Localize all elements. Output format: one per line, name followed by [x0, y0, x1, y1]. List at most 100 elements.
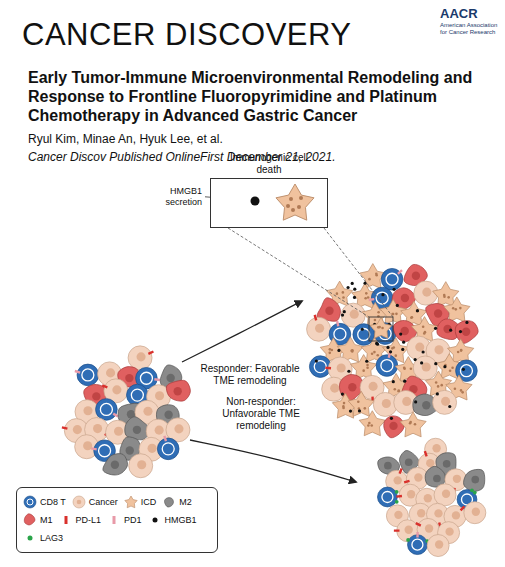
cancer-nucleus [394, 511, 402, 519]
cancer-cell [307, 317, 331, 341]
icd-fragment [371, 352, 374, 355]
legend-text: CD8 T [40, 497, 66, 507]
m2-macrophage [464, 469, 485, 491]
legend-swatch [72, 495, 86, 509]
hmgb1-dot [449, 329, 452, 332]
icd-fragment [403, 366, 406, 369]
pd-l1-mark [415, 522, 421, 527]
hmgb1-dot [420, 361, 423, 364]
swatch-shape [165, 498, 174, 507]
zoom-line [324, 228, 393, 317]
cancer-nucleus [426, 459, 434, 467]
cancer-nucleus [434, 509, 442, 517]
icd-fragment [460, 349, 463, 352]
cancer-cell [427, 535, 449, 557]
swatch-shape [73, 496, 85, 508]
lag3-dot [395, 500, 399, 504]
zoom-line [228, 228, 369, 317]
icd-fragment [449, 369, 452, 372]
cancer-nucleus [143, 407, 152, 416]
hmgb1-dot [361, 328, 364, 331]
icd-fragment [331, 349, 334, 352]
legend-swatch [23, 531, 37, 545]
pd-l1-mark [396, 495, 402, 498]
pd-l1-mark [148, 350, 154, 355]
cancer-cell [464, 502, 486, 524]
t-cell-nucleus [376, 292, 388, 304]
cancer-nucleus [434, 345, 443, 354]
zoom-frame [369, 317, 393, 341]
icd-fragment [368, 278, 371, 281]
icd-cell-large [276, 184, 314, 220]
cancer-cell [129, 454, 153, 478]
icd-fragment [451, 367, 454, 370]
icd-fragment [376, 354, 379, 357]
hmgb1-dot [353, 296, 356, 299]
article-title: Early Tumor-Immune Microenvironmental Re… [28, 68, 490, 126]
hmgb1-dot [465, 321, 468, 324]
hmgb1-dot [363, 282, 366, 285]
swatch-detail [27, 499, 33, 505]
hmgb1-secreted [251, 197, 260, 206]
icd-fragment [452, 307, 455, 310]
swatch-shape [113, 516, 116, 524]
icd-fragment [350, 349, 353, 352]
hmgb1-dot [448, 405, 451, 408]
icd-fragment [373, 351, 376, 354]
icd-cell [370, 318, 392, 339]
t-cell-nucleus [381, 360, 393, 372]
pd-l1-mark [314, 315, 318, 321]
hmgb1-dot [389, 350, 392, 353]
cancer-nucleus [369, 382, 378, 391]
m1-nucleus [348, 383, 356, 391]
cancer-nucleus [330, 384, 339, 393]
pd1-mark [163, 435, 167, 441]
icd-fragment [291, 208, 295, 212]
legend-swatch [124, 495, 138, 509]
icd-fragment [394, 354, 397, 357]
m2-nucleus [433, 475, 441, 483]
icd-fragment [367, 296, 370, 299]
icd-fragment [286, 204, 290, 208]
cd8-t-cell [309, 356, 331, 378]
icd-fragment [328, 352, 331, 355]
t-cell-nucleus [460, 365, 472, 377]
legend-entry: ICD [124, 495, 157, 509]
legend-swatch [107, 513, 121, 527]
cancer-nucleus [350, 310, 359, 319]
cancer-nucleus [114, 427, 123, 436]
icd-fragment [365, 292, 368, 295]
legend-entry: LAG3 [23, 531, 63, 545]
icd-fragment [297, 205, 301, 209]
hmgb1-dot [462, 368, 465, 371]
icd-fragment [342, 405, 345, 408]
cancer-nucleus [415, 343, 424, 352]
hmgb1-dot [416, 309, 419, 312]
inset-art [211, 179, 326, 226]
t-cell-nucleus [382, 491, 393, 502]
cancer-nucleus [442, 490, 450, 498]
cancer-nucleus [137, 460, 146, 469]
icd-fragment [370, 424, 373, 427]
cancer-nucleus [93, 424, 102, 433]
m1-nucleus [325, 307, 333, 315]
icd-fragment [435, 381, 438, 384]
m1-nucleus [443, 325, 451, 333]
m2-nucleus [443, 460, 451, 468]
hmgb1-dot [401, 348, 404, 351]
hmgb1-dot [337, 349, 340, 352]
cancer-nucleus [441, 397, 450, 406]
cancer-nucleus [424, 494, 432, 502]
swatch-shape [28, 536, 33, 541]
m1-nucleus [401, 294, 409, 302]
pd-l1-mark [404, 480, 410, 484]
icd-fragment [368, 422, 371, 425]
pd-l1-mark [102, 384, 108, 388]
cancer-nucleus [73, 425, 82, 434]
m2-nucleus [405, 458, 413, 466]
hmgb1-dot [434, 362, 437, 365]
cd8-t-cell [408, 535, 428, 555]
hmgb1-dot [390, 417, 393, 420]
m1-nucleus [125, 374, 133, 382]
